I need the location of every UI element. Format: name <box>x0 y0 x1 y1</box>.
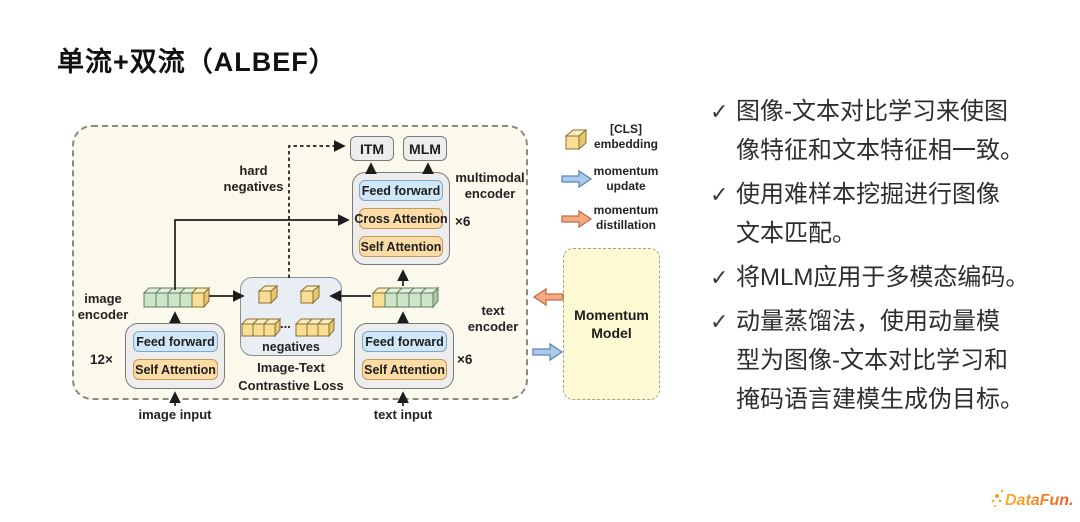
check-icon: ✓ <box>710 182 729 207</box>
datafun-logo: DataFun. <box>991 489 1073 509</box>
text-encoder-label: text encoder <box>467 303 519 334</box>
bullet-item: ✓ 动量蒸馏法，使用动量模 型为图像-文本对比学习和 掩码语言建模生成伪目标。 <box>710 302 1068 419</box>
multimodal-cross-attention: Cross Attention <box>354 208 448 229</box>
momentum-update-arrow-icon <box>532 342 564 362</box>
negatives-label: negatives <box>262 340 320 354</box>
bullet-item: ✓ 将MLM应用于多模态编码。 <box>710 258 1068 297</box>
text-self-attention: Self Attention <box>362 359 447 380</box>
text-feed-forward: Feed forward <box>362 331 447 352</box>
cls-cube-icon <box>299 284 321 305</box>
multimodal-feed-forward: Feed forward <box>359 180 443 201</box>
momentum-update-label: momentum update <box>593 164 659 193</box>
itm-box: ITM <box>350 136 394 161</box>
momentum-model-box: Momentum Model <box>563 248 660 400</box>
check-icon: ✓ <box>710 309 729 334</box>
text-input-label: text input <box>373 407 433 422</box>
negatives-cubes-icon <box>294 317 336 338</box>
image-token-strip-icon <box>142 286 211 309</box>
contrastive-box <box>240 277 342 356</box>
hard-negatives-label: hard negatives <box>223 163 284 194</box>
image-self-attention: Self Attention <box>133 359 218 380</box>
multimodal-mult-label: ×6 <box>455 214 471 229</box>
image-feed-forward: Feed forward <box>133 331 218 352</box>
momentum-distillation-arrow-icon <box>532 287 564 307</box>
text-token-strip-icon <box>371 286 440 309</box>
cls-embedding-legend-icon <box>564 128 588 151</box>
image-encoder-label: image encoder <box>77 291 129 322</box>
cls-embedding-label: [CLS] embedding <box>593 122 658 151</box>
bullet-list: ✓ 图像-文本对比学习来使图 像特征和文本特征相一致。 ✓ 使用难样本挖掘进行图… <box>710 92 1068 424</box>
datafun-logo-text: DataFun. <box>1005 492 1073 509</box>
check-icon: ✓ <box>710 265 729 290</box>
contrastive-loss-label: Image-Text Contrastive Loss <box>238 360 344 393</box>
bullet-item: ✓ 图像-文本对比学习来使图 像特征和文本特征相一致。 <box>710 92 1068 170</box>
negatives-ellipsis: ... <box>280 316 291 331</box>
check-icon: ✓ <box>710 99 729 124</box>
negatives-cubes-icon <box>240 317 282 338</box>
momentum-distillation-legend-arrow-icon <box>561 209 593 229</box>
momentum-update-legend-arrow-icon <box>561 169 593 189</box>
image-input-label: image input <box>138 407 212 422</box>
momentum-distillation-label: momentum distillation <box>593 203 659 232</box>
datafun-sparkle-icon <box>991 489 1004 507</box>
cls-cube-icon <box>257 284 279 305</box>
multimodal-self-attention: Self Attention <box>359 236 443 257</box>
mlm-box: MLM <box>403 136 447 161</box>
page-title: 单流+双流（ALBEF） <box>57 47 337 77</box>
multimodal-encoder-label: multimodal encoder <box>455 170 525 201</box>
bullet-item: ✓ 使用难样本挖掘进行图像 文本匹配。 <box>710 175 1068 253</box>
text-encoder-mult-label: ×6 <box>457 352 473 367</box>
image-encoder-mult-label: 12× <box>90 352 113 367</box>
